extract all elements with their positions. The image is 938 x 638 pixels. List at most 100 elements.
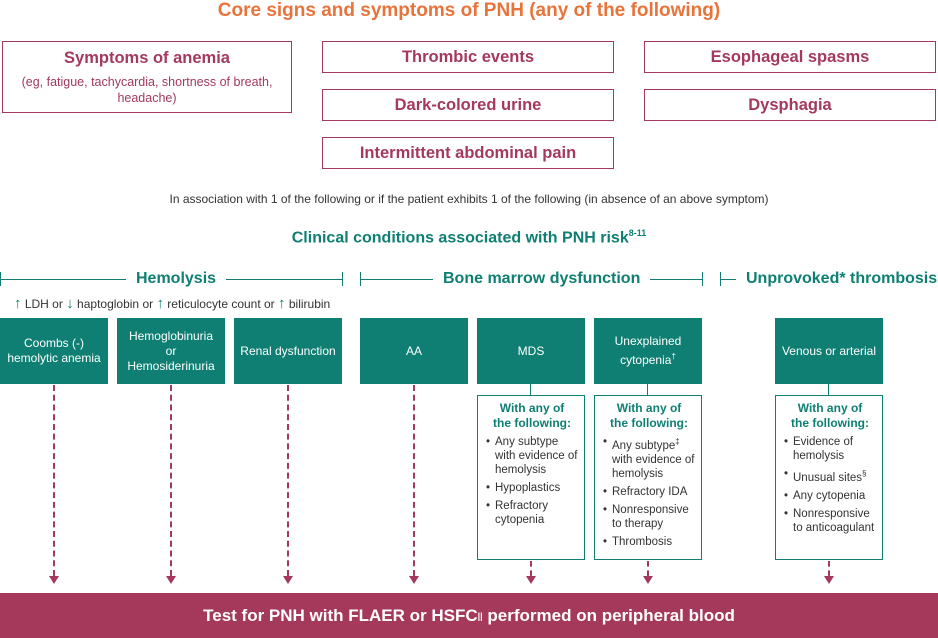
arrow-down-icon: [49, 576, 59, 584]
arrow-down-icon: [409, 576, 419, 584]
cyto-item-first: Any subtype: [612, 439, 676, 452]
arrow-down-icon: [166, 576, 176, 584]
group-thrombosis-label: Unprovoked* thrombosis: [736, 270, 938, 288]
venous-item-second-sup: §: [862, 469, 867, 478]
arrow-down-icon: [526, 576, 536, 584]
symptom-dysphagia-label: Dysphagia: [748, 95, 832, 114]
cytopenia-connector: [647, 384, 648, 395]
list-item: Refractory IDA: [603, 485, 695, 499]
dashed-connector-renal: [287, 385, 289, 576]
arrow-down-icon: [643, 576, 653, 584]
symptom-dysphagia-box: Dysphagia: [644, 89, 936, 121]
venous-criteria-heading: With any of the following:: [784, 401, 876, 431]
dashed-connector-hemoglobinuria: [170, 385, 172, 576]
symptom-dark-urine-label: Dark-colored urine: [394, 95, 542, 114]
condition-mds-box: MDS: [477, 318, 585, 384]
down-arrow-icon: ↓: [66, 295, 74, 312]
list-item: Hypoplastics: [486, 481, 578, 495]
list-item: Nonresponsive to therapy: [603, 503, 695, 531]
list-item: Any subtype‡ with evidence of hemolysis: [603, 435, 695, 481]
up-arrow-icon: ↑: [14, 295, 22, 312]
group-bone-marrow-label: Bone marrow dysfunction: [433, 270, 651, 288]
symptom-anemia-detail: (eg, fatigue, tachycardia, shortness of …: [21, 74, 273, 105]
dashed-connector-coombs: [53, 385, 55, 576]
hemolysis-rule-left-tick: [0, 272, 1, 286]
arrow-down-icon: [824, 576, 834, 584]
hemolysis-rule-right-tick: [342, 272, 343, 286]
condition-aa-box: AA: [360, 318, 468, 384]
condition-hemoglobinuria-line2: or: [165, 343, 177, 358]
symptom-abdominal-label: Intermittent abdominal pain: [359, 143, 577, 162]
symptom-thrombic-box: Thrombic events: [322, 41, 614, 73]
venous-item-second: Unusual sites: [793, 471, 863, 484]
dashed-connector-mds: [530, 561, 532, 576]
condition-cytopenia-text: Unexplained cytopenia: [614, 334, 682, 367]
group-hemolysis-label: Hemolysis: [126, 270, 227, 288]
symptom-abdominal-box: Intermittent abdominal pain: [322, 137, 614, 169]
arrow-down-icon: [283, 576, 293, 584]
condition-cytopenia-box: Unexplained cytopenia†: [594, 318, 702, 384]
venous-criteria-box: With any of the following: Evidence of h…: [775, 395, 883, 560]
condition-hemoglobinuria-line1: Hemoglobinuria: [128, 328, 214, 343]
list-item: Any subtype with evidence of hemolysis: [486, 435, 578, 477]
list-item: Evidence of hemolysis: [784, 435, 876, 463]
core-signs-title: Core signs and symptoms of PNH (any of t…: [217, 0, 721, 21]
condition-hemoglobinuria-box: Hemoglobinuria or Hemosiderinuria: [117, 318, 225, 384]
clinical-title-superscript: 8-11: [628, 228, 647, 238]
condition-aa-label: AA: [405, 343, 422, 358]
lab-markers-line: ↑ LDH or ↓ haptoglobin or ↑ reticulocyte…: [14, 295, 330, 312]
dashed-connector-aa: [413, 385, 415, 576]
condition-venous-box: Venous or arterial: [775, 318, 883, 384]
clinical-conditions-title: Clinical conditions associated with PNH …: [0, 228, 938, 247]
cyto-item-first-sup: ‡: [675, 437, 680, 446]
symptom-esophageal-box: Esophageal spasms: [644, 41, 936, 73]
list-item: Refractory cytopenia: [486, 499, 578, 527]
condition-mds-label: MDS: [517, 343, 545, 358]
condition-hemoglobinuria-line3: Hemosiderinuria: [127, 358, 215, 373]
cytopenia-criteria-list: Any subtype‡ with evidence of hemolysis …: [603, 435, 695, 549]
mds-heading-line2: the following:: [493, 416, 571, 430]
marker-reticulocyte: reticulocyte count or: [167, 297, 275, 311]
marker-haptoglobin: haptoglobin or: [77, 297, 154, 311]
test-pnh-banner: Test for PNH with FLAER or HSFC|| perfor…: [0, 593, 938, 638]
venous-connector: [828, 384, 829, 395]
mds-criteria-box: With any of the following: Any subtype w…: [477, 395, 585, 560]
up-arrow-icon: ↑: [156, 295, 164, 312]
footer-superscript: ||: [477, 610, 483, 621]
symptom-thrombic-label: Thrombic events: [401, 47, 535, 66]
footer-text-a: Test for PNH with FLAER or HSFC: [203, 605, 478, 625]
cytopenia-criteria-box: With any of the following: Any subtype‡ …: [594, 395, 702, 560]
cytopenia-heading-line1: With any of: [616, 401, 682, 415]
list-item: Unusual sites§: [784, 467, 876, 485]
symptom-dark-urine-box: Dark-colored urine: [322, 89, 614, 121]
cytopenia-heading-line2: the following:: [610, 416, 688, 430]
venous-heading-line1: With any of: [797, 401, 863, 415]
list-item: Nonresponsive to anticoagulant: [784, 507, 876, 535]
condition-cytopenia-sup: †: [671, 352, 676, 361]
footer-text-b: performed on peripheral blood: [482, 605, 735, 625]
list-item: Any cytopenia: [784, 489, 876, 503]
thrombosis-rule-left-tick: [720, 272, 721, 286]
up-arrow-icon: ↑: [278, 295, 286, 312]
bone-marrow-rule-left-tick: [360, 272, 361, 286]
condition-venous-label: Venous or arterial: [781, 343, 877, 358]
clinical-title-text: Clinical conditions associated with PNH …: [291, 229, 629, 247]
venous-criteria-list: Evidence of hemolysis Unusual sites§ Any…: [784, 435, 876, 535]
bone-marrow-rule-right-tick: [702, 272, 703, 286]
symptom-anemia-box: Symptoms of anemia (eg, fatigue, tachyca…: [2, 41, 292, 113]
mds-heading-line1: With any of: [499, 401, 565, 415]
cyto-item-first-rest: with evidence of hemolysis: [612, 453, 695, 480]
cytopenia-criteria-heading: With any of the following:: [603, 401, 695, 431]
mds-criteria-heading: With any of the following:: [486, 401, 578, 431]
condition-coombs-label: Coombs (-) hemolytic anemia: [7, 336, 101, 365]
condition-renal-label: Renal dysfunction: [240, 343, 336, 358]
mds-connector: [530, 384, 531, 395]
marker-ldh: LDH or: [24, 297, 63, 311]
dashed-connector-cytopenia: [647, 561, 649, 576]
symptom-anemia-label: Symptoms of anemia: [64, 48, 230, 67]
dashed-connector-venous: [828, 561, 830, 576]
condition-coombs-box: Coombs (-) hemolytic anemia: [0, 318, 108, 384]
venous-heading-line2: the following:: [791, 416, 869, 430]
mds-criteria-list: Any subtype with evidence of hemolysis H…: [486, 435, 578, 527]
list-item: Thrombosis: [603, 535, 695, 549]
